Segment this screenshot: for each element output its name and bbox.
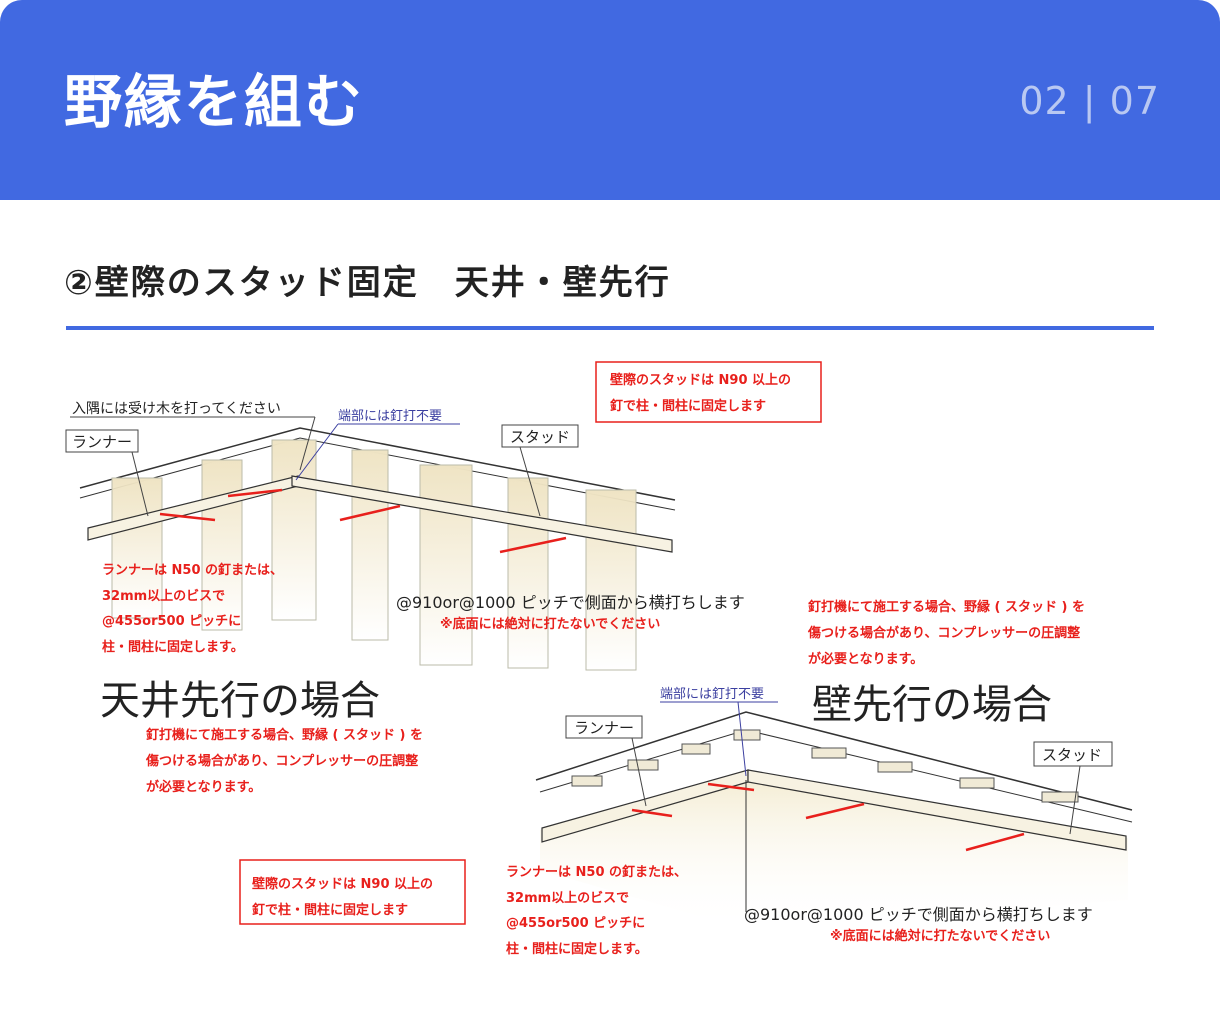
bottom-warning-wall: ※底面には絶対に打たないでください [830, 928, 1050, 944]
section-divider [66, 326, 1154, 330]
stud-fix-note-wall-1: 壁際のスタッドは N90 以上の [252, 876, 433, 892]
stud-fix-note-ceiling-1: 壁際のスタッドは N90 以上の [610, 372, 791, 388]
stud-label-box-ceiling [501, 424, 579, 448]
bottom-warning-ceiling: ※底面には絶対に打たないでください [440, 616, 660, 632]
wall-first-drawing [535, 711, 1133, 930]
nailer-note-ceiling-2: 傷つける場合があり、コンプレッサーの圧調整 [145, 753, 419, 769]
runner-label-wall: ランナー [574, 719, 634, 737]
wall-first-title: 壁先行の場合 [812, 682, 1052, 728]
runner-fix-note-wall-3: @455or500 ピッチに [506, 916, 645, 931]
section-title: ②壁際のスタッド固定 天井・壁先行 [64, 263, 671, 303]
pitch-note-ceiling: @910or@1000 ピッチで側面から横打ちします [396, 593, 745, 612]
stud-fix-box-ceiling [595, 361, 822, 423]
nailer-note-ceiling-1: 釘打機にて施工する場合、野縁 ( スタッド ) を [146, 727, 423, 743]
ceiling-first-title: 天井先行の場合 [100, 678, 380, 724]
stud-fix-note-wall-2: 釘で柱・間柱に固定します [252, 902, 408, 918]
runner-fix-note-ceiling-4: 柱・間柱に固定します。 [102, 639, 244, 655]
corner-note: 入隅には受け木を打ってください [72, 400, 281, 417]
stud-label-box-wall [1033, 741, 1113, 767]
end-note-ceiling: 端部には釘打不要 [338, 408, 442, 424]
end-note-wall: 端部には釘打不要 [660, 686, 764, 702]
nailer-note-ceiling-3: が必要となります。 [146, 779, 261, 795]
runner-fix-note-ceiling-2: 32mm以上のビスで [102, 588, 225, 604]
runner-label-box-wall [565, 715, 643, 739]
runner-fix-note-ceiling-3: @455or500 ピッチに [102, 614, 241, 629]
runner-fix-note-wall-1: ランナーは N50 の釘または、 [506, 864, 687, 880]
page-title: 野縁を組む [64, 68, 365, 136]
runner-fix-note-wall-2: 32mm以上のビスで [506, 890, 629, 906]
ceiling-first-drawing [79, 427, 676, 671]
construction-diagram: 入隅には受け木を打ってください 端部には釘打不要 ランナー スタッド 壁際のスタ… [65, 361, 1133, 957]
nailer-note-wall-3: が必要となります。 [808, 651, 923, 667]
page-indicator: 02 | 07 [1019, 79, 1160, 123]
stud-label-wall: スタッド [1042, 746, 1102, 764]
pitch-note-wall: @910or@1000 ピッチで側面から横打ちします [744, 905, 1093, 924]
nailer-note-wall-1: 釘打機にて施工する場合、野縁 ( スタッド ) を [808, 599, 1085, 615]
runner-fix-note-wall-4: 柱・間柱に固定します。 [506, 941, 648, 957]
runner-label-box-ceiling [65, 429, 139, 453]
header-bar: 野縁を組む 02 | 07 [0, 0, 1220, 200]
runner-fix-note-ceiling-1: ランナーは N50 の釘または、 [102, 562, 283, 578]
stud-fix-note-ceiling-2: 釘で柱・間柱に固定します [610, 398, 766, 414]
runner-label-ceiling: ランナー [72, 433, 132, 451]
stud-label-ceiling: スタッド [510, 428, 570, 446]
stud-fix-box-wall-left [239, 859, 466, 925]
nailer-note-wall-2: 傷つける場合があり、コンプレッサーの圧調整 [807, 625, 1081, 641]
